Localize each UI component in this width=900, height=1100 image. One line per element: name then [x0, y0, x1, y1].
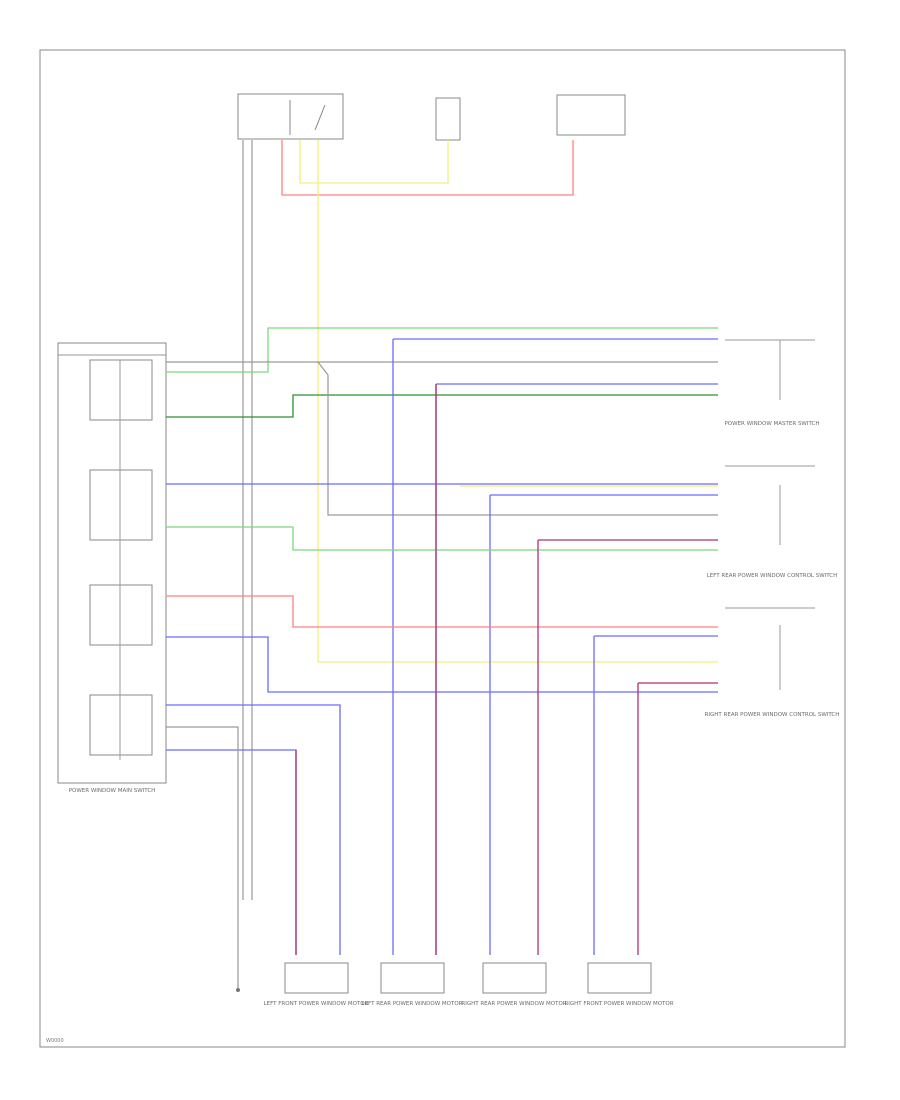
right-switch-group-2 [725, 465, 815, 545]
footer-code: W0000 [46, 1038, 64, 1044]
wire-blue-8 [166, 749, 297, 955]
wire-blue-4 [489, 494, 718, 955]
motor-label-left-front: LEFT FRONT POWER WINDOW MOTOR [264, 1001, 369, 1007]
wire-blue-2 [435, 383, 718, 955]
wires [166, 140, 718, 985]
wire-yellow-main [317, 140, 718, 663]
motor-right-front-box [587, 962, 652, 994]
top-fuse [435, 97, 461, 141]
wire-red-top [281, 140, 574, 196]
top-circuit-breaker [556, 94, 626, 136]
wire-darkgreen-1 [166, 394, 718, 418]
top-relay [237, 93, 344, 140]
motor-boxes [284, 962, 652, 994]
caption-right-rear-control: RIGHT REAR POWER WINDOW CONTROL SWITCH [705, 712, 840, 718]
right-switch-group-3 [725, 607, 815, 690]
motor-label-right-rear: RIGHT REAR POWER WINDOW MOTOR [461, 1001, 566, 1007]
motor-label-right-front: RIGHT FRONT POWER WINDOW MOTOR [564, 1001, 673, 1007]
caption-master-switch: POWER WINDOW MASTER SWITCH [724, 421, 819, 427]
motor-left-front-box [284, 962, 349, 994]
wire-green-2 [166, 526, 718, 551]
motor-left-rear-box [380, 962, 445, 994]
wire-magenta-3 [637, 682, 718, 955]
wire-yellow-top [299, 140, 449, 184]
diagram-frame [39, 49, 846, 1048]
caption-left-rear-control: LEFT REAR POWER WINDOW CONTROL SWITCH [707, 573, 838, 579]
wire-gray-bottom [166, 726, 239, 985]
ground-symbol [236, 985, 240, 992]
right-switch-group-1 [725, 339, 815, 400]
wire-red-mid [166, 595, 718, 628]
motor-label-left-rear: LEFT REAR POWER WINDOW MOTOR [362, 1001, 463, 1007]
wire-blue-6 [593, 635, 718, 955]
wire-magenta-2 [537, 539, 718, 955]
caption-main-switch: POWER WINDOW MAIN SWITCH [69, 788, 156, 794]
wire-blue-7 [166, 704, 341, 955]
main-switch-box [57, 342, 167, 784]
wire-gray-row-2 [317, 361, 718, 516]
wire-blue-1 [392, 338, 718, 955]
wire-green-1 [166, 327, 718, 373]
motor-right-rear-box [482, 962, 547, 994]
wire-blue-5 [166, 636, 718, 693]
